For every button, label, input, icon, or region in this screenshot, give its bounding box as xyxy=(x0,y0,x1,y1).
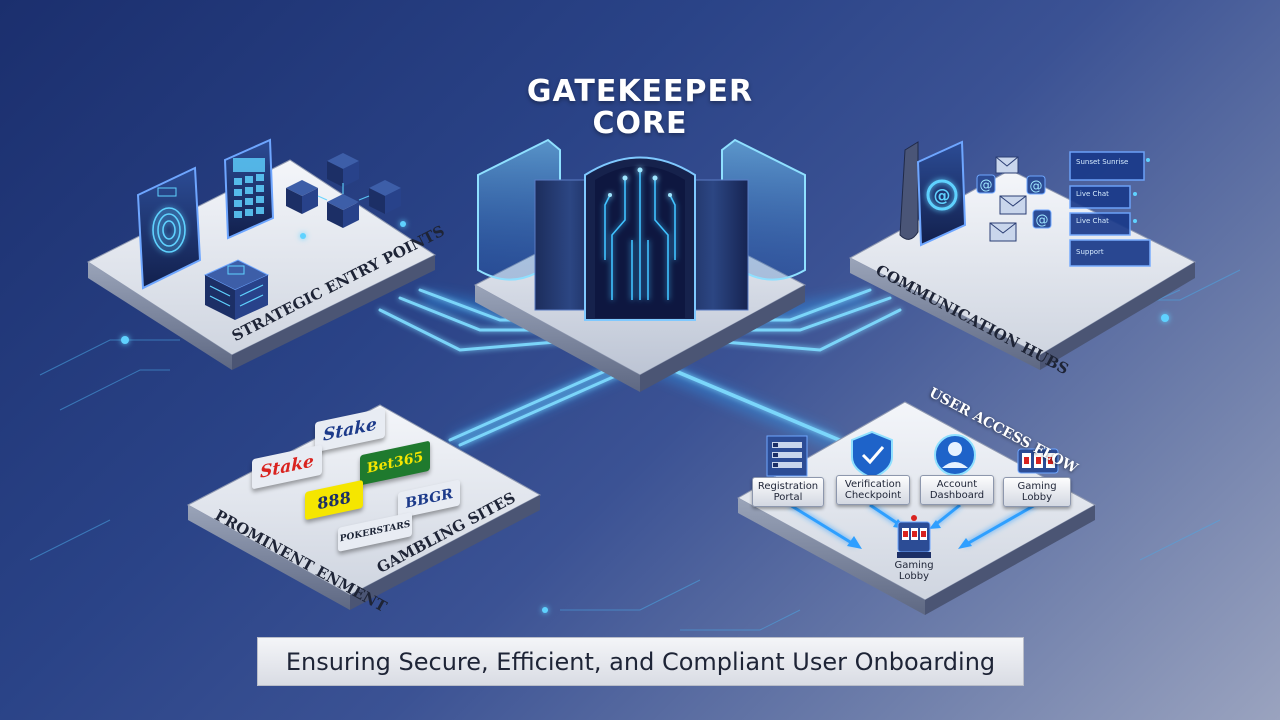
chat-panels-icon: Sunset Sunrise Live Chat Live Chat Suppo… xyxy=(1069,151,1151,267)
registration-form-icon xyxy=(766,435,808,477)
email-icons: @ @ @ xyxy=(976,156,1052,242)
svg-text:@: @ xyxy=(980,178,993,193)
platform-gambling-sites xyxy=(186,404,542,610)
step-4-line1: Gaming xyxy=(1017,481,1057,492)
destination-line2: Lobby xyxy=(898,571,930,582)
step-gaming-lobby: Gaming Lobby xyxy=(1003,477,1071,507)
step-2-line1: Verification xyxy=(844,479,902,490)
caption-banner: Ensuring Secure, Efficient, and Complian… xyxy=(257,637,1024,686)
svg-text:@: @ xyxy=(1036,213,1049,228)
user-avatar-icon xyxy=(934,434,976,476)
caption-text: Ensuring Secure, Efficient, and Complian… xyxy=(285,647,996,676)
step-1-line1: Registration xyxy=(757,481,819,492)
chat-item-1: Sunset Sunrise xyxy=(1076,158,1128,166)
step-3-line1: Account xyxy=(936,479,978,490)
background-nodes xyxy=(121,314,1169,613)
core-title: GATEKEEPER CORE xyxy=(500,76,780,140)
step-account-dashboard: Account Dashboard xyxy=(920,475,994,505)
svg-text:@: @ xyxy=(1030,179,1043,194)
step-verification-checkpoint: Verification Checkpoint xyxy=(836,475,910,505)
step-1-line2: Portal xyxy=(773,492,803,503)
slot-machine-icon xyxy=(1017,448,1059,474)
gaming-lobby-icon xyxy=(897,515,931,558)
fingerprint-scanner-icon xyxy=(136,166,202,290)
phone-icon: @ xyxy=(899,140,967,247)
destination-gaming-lobby: Gaming Lobby xyxy=(884,560,944,582)
keypad-icon xyxy=(223,138,275,240)
server-rack-icon xyxy=(203,259,270,320)
core-title-line1: GATEKEEPER xyxy=(526,74,754,109)
gatekeeper-core xyxy=(473,138,807,392)
platform-communication-hubs: @ @ @ @ Sunset Sunrise Live Chat Live Ch… xyxy=(848,140,1197,370)
core-title-line2: CORE xyxy=(592,106,688,141)
chat-item-3: Live Chat xyxy=(1076,217,1109,225)
chat-item-2: Live Chat xyxy=(1076,190,1109,198)
platform-entry-points xyxy=(86,138,437,370)
step-2-line2: Checkpoint xyxy=(844,490,902,501)
step-registration-portal: Registration Portal xyxy=(752,477,824,507)
server-cluster-icon xyxy=(286,153,401,228)
destination-line1: Gaming xyxy=(894,560,934,571)
step-3-line2: Dashboard xyxy=(929,490,985,501)
circuit-pattern xyxy=(604,170,676,300)
step-4-line2: Lobby xyxy=(1021,492,1053,503)
svg-text:@: @ xyxy=(934,186,951,206)
platform-user-access-flow xyxy=(736,401,1097,615)
chat-item-4: Support xyxy=(1076,248,1104,256)
